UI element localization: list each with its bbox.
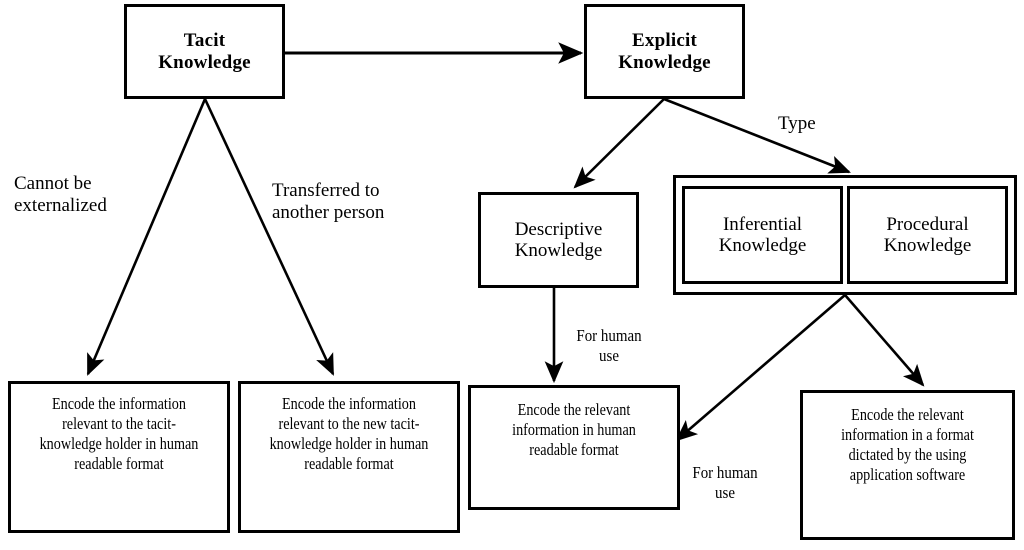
- node-encode-tacit-holder[interactable]: Encode the information relevant to the t…: [8, 381, 230, 533]
- node-encode-application-format[interactable]: Encode the relevant information in a for…: [800, 390, 1015, 540]
- node-procedural-knowledge-label: Procedural Knowledge: [883, 213, 972, 256]
- node-tacit-knowledge[interactable]: Tacit Knowledge: [124, 4, 285, 99]
- edge-label-for-human-use-right: For human use: [692, 463, 758, 503]
- edge-label-transferred-to-another-person: Transferred to another person: [272, 180, 385, 224]
- edge-type-group-to-encode-application-format: [844, 294, 925, 387]
- edge-label-type: Type: [778, 113, 816, 134]
- node-explicit-knowledge[interactable]: Explicit Knowledge: [584, 4, 745, 99]
- node-tacit-knowledge-label: Tacit Knowledge: [158, 30, 251, 73]
- edge-tacit-to-encode-new-tacit-holder: [203, 98, 335, 376]
- edge-label-for-human-use-left: For human use: [576, 326, 642, 366]
- node-encode-new-tacit-holder-label: Encode the information relevant to the n…: [269, 394, 429, 474]
- node-descriptive-knowledge-label: Descriptive Knowledge: [514, 218, 603, 261]
- edge-tacit-to-encode-tacit-holder: [86, 98, 207, 376]
- node-inferential-knowledge-label: Inferential Knowledge: [718, 213, 807, 256]
- node-encode-application-format-label: Encode the relevant information in a for…: [841, 405, 974, 485]
- edge-explicit-to-descriptive: [573, 98, 665, 189]
- node-encode-tacit-holder-label: Encode the information relevant to the t…: [39, 394, 199, 474]
- node-encode-human-readable-label: Encode the relevant information in human…: [512, 400, 636, 460]
- edge-label-cannot-be-externalized: Cannot be externalized: [14, 173, 107, 217]
- node-explicit-knowledge-label: Explicit Knowledge: [618, 30, 711, 73]
- node-descriptive-knowledge[interactable]: Descriptive Knowledge: [478, 192, 639, 288]
- node-encode-human-readable[interactable]: Encode the relevant information in human…: [468, 385, 680, 510]
- node-encode-new-tacit-holder[interactable]: Encode the information relevant to the n…: [238, 381, 460, 533]
- node-inferential-knowledge[interactable]: Inferential Knowledge: [682, 186, 843, 284]
- node-procedural-knowledge[interactable]: Procedural Knowledge: [847, 186, 1008, 284]
- edge-explicit-to-type-group: [663, 97, 851, 174]
